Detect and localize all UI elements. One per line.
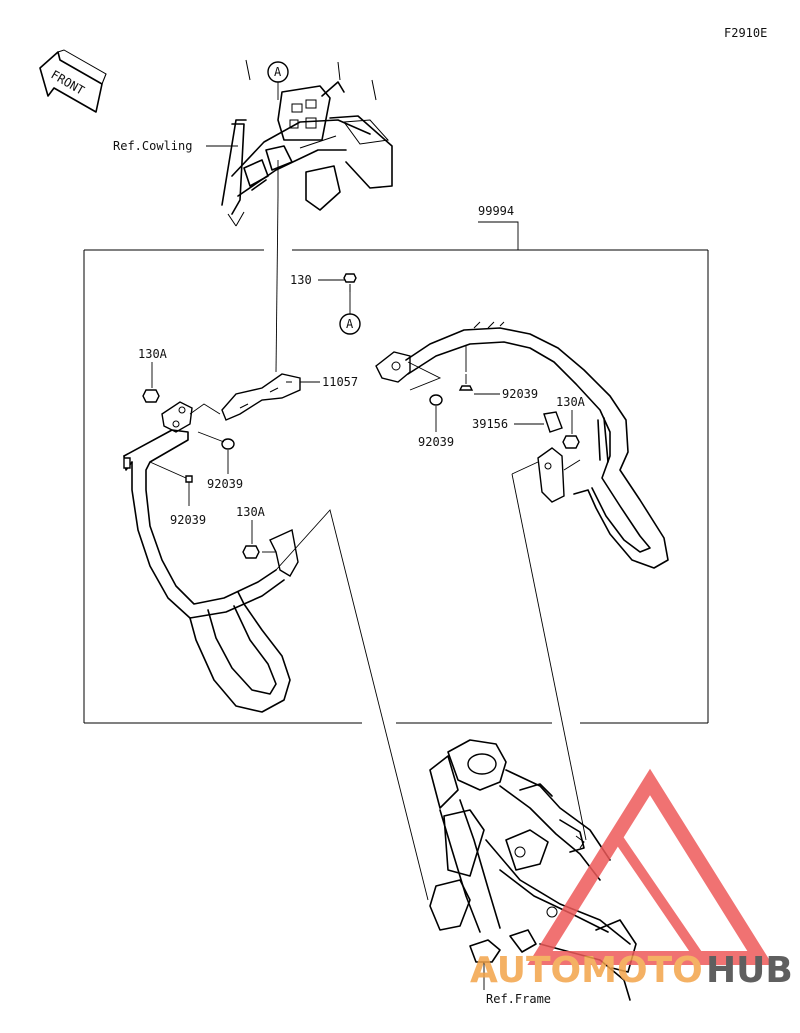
frame-reference-assembly: Ref.Frame	[429, 739, 637, 1006]
automotohub-watermark-logo: AUTOMOTO HUB	[470, 768, 793, 991]
watermark-text-part2: HUB	[706, 950, 793, 991]
figure-code: F2910E	[724, 26, 767, 40]
ref-a-mid-label: A	[346, 317, 354, 331]
cowling-reference-assembly: Ref.Cowling	[113, 59, 393, 227]
ref-frame-label: Ref.Frame	[486, 992, 551, 1006]
grommet-92039-left-b-label: 92039	[170, 513, 206, 527]
bolt-130a-left-upper-label: 130A	[138, 347, 168, 361]
bracket-leader-line	[275, 195, 279, 373]
bolt-130-label: 130	[290, 273, 312, 287]
watermark-text-part1: AUTOMOTO	[470, 950, 703, 991]
grommet-92039-right-a-label: 92039	[502, 387, 538, 401]
grommet-92039-right-b-label: 92039	[418, 435, 454, 449]
front-arrow-icon: FRONT	[39, 49, 107, 113]
bracket-11057-label: 11057	[322, 375, 358, 389]
left-engine-guard: 130A 92039 92039 130A	[123, 347, 299, 713]
bolt-130: 130 A	[290, 273, 361, 335]
frame-leader-lines	[275, 461, 587, 901]
assembly-part-number: 99994	[478, 204, 514, 218]
ref-a-top-label: A	[274, 65, 282, 79]
bracket-11057: 11057	[221, 373, 358, 421]
ref-a-callout-top: A	[267, 61, 289, 100]
ref-cowling-label: Ref.Cowling	[113, 139, 192, 153]
bolt-130a-left-lower-label: 130A	[236, 505, 266, 519]
right-engine-guard: 92039 92039 39156 130A	[375, 321, 669, 569]
bolt-130a-right-label: 130A	[556, 395, 586, 409]
grommet-92039-left-a-label: 92039	[207, 477, 243, 491]
pad-39156-label: 39156	[472, 417, 508, 431]
assembly-outline-box	[83, 249, 709, 724]
